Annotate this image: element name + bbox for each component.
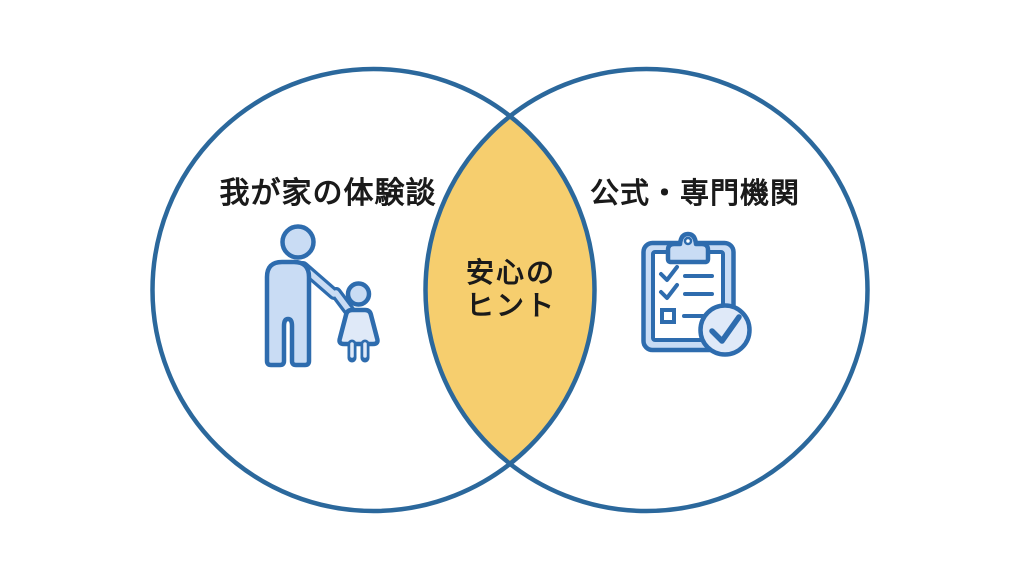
intersection-label-line2: ヒント <box>465 290 557 321</box>
intersection-label-line1: 安心の <box>465 257 557 288</box>
left-circle <box>150 66 597 514</box>
intersection-label: 安心の ヒント <box>466 256 556 322</box>
child-head <box>345 281 372 307</box>
adult-body <box>264 259 312 368</box>
adult-head <box>280 224 316 260</box>
clipboard-checklist-icon <box>641 231 752 357</box>
clip-hole <box>683 236 693 246</box>
intersection-lens <box>425 116 595 464</box>
badge-check-icon <box>709 314 742 344</box>
parent-child-icon <box>264 224 380 368</box>
child-dress <box>337 307 380 347</box>
checklist-check-1 <box>659 265 679 282</box>
checklist-check-2 <box>659 283 679 300</box>
clipboard-clip <box>665 231 711 265</box>
left-circle-label: 我が家の体験談 <box>219 177 437 210</box>
right-circle-label: 公式・専門機関 <box>589 178 801 210</box>
checklist-checkbox-3 <box>660 308 676 324</box>
right-circle <box>423 66 870 514</box>
check-badge <box>698 303 752 357</box>
